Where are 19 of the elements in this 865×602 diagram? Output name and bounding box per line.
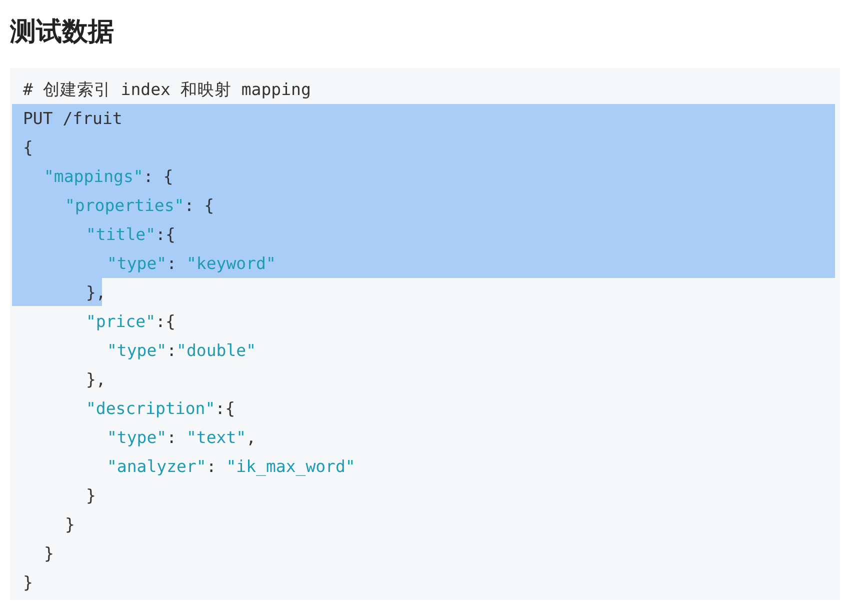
page-heading: 测试数据 bbox=[10, 16, 114, 49]
code-line: "analyzer": "ik_max_word" bbox=[107, 456, 356, 478]
code-line: "price":{ bbox=[86, 311, 176, 333]
code-line: "title":{ bbox=[86, 224, 176, 246]
code-line: PUT /fruit bbox=[23, 108, 122, 130]
code-line: } bbox=[44, 543, 54, 565]
code-line: "description":{ bbox=[86, 398, 236, 420]
code-line: "type": "text", bbox=[107, 427, 256, 449]
code-line: "type": "keyword" bbox=[107, 253, 276, 275]
code-line: } bbox=[65, 514, 75, 536]
code-line: { bbox=[23, 137, 33, 159]
code-line: }, bbox=[86, 282, 106, 304]
code-line: } bbox=[86, 485, 96, 507]
code-line: "properties": { bbox=[65, 195, 214, 217]
code-line: } bbox=[23, 572, 33, 594]
code-line: }, bbox=[86, 369, 106, 391]
code-comment: # 创建索引 index 和映射 mapping bbox=[23, 79, 311, 101]
code-line: "type":"double" bbox=[107, 340, 256, 362]
code-line: "mappings": { bbox=[44, 166, 174, 188]
